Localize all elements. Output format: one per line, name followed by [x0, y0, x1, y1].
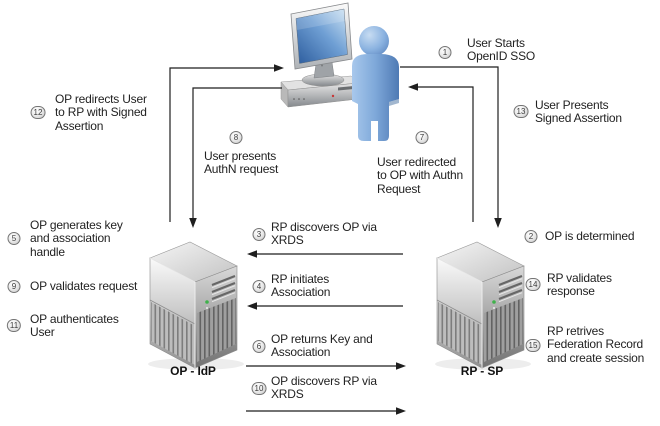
- step-4-label: RP initiates Association: [271, 272, 331, 300]
- step-5-label: OP generates key and association handle: [30, 218, 123, 259]
- step-7-badge: 7: [415, 131, 429, 144]
- rp-server-label: RP - SP: [460, 364, 504, 378]
- step-1-badge: 1: [438, 46, 452, 59]
- step-15-badge: 15: [525, 339, 541, 352]
- op-server-icon: [146, 240, 246, 372]
- step-11-label: OP authenticates User: [30, 312, 119, 340]
- arrowhead-left-icon: [247, 302, 257, 310]
- step-8-badge: 8: [229, 131, 243, 144]
- step-3-label: RP discovers OP via XRDS: [271, 220, 377, 248]
- step-13-label: User Presents Signed Assertion: [535, 98, 622, 126]
- step-15-label: RP retrives Federation Record and create…: [547, 324, 645, 365]
- step-4-badge: 4: [252, 280, 266, 293]
- step-8-label: User presents AuthN request: [204, 149, 279, 177]
- arrowhead-left-icon: [408, 83, 418, 91]
- arrowheads: [189, 64, 502, 415]
- arrowhead-down-icon: [494, 218, 502, 228]
- arrowhead-right-icon: [274, 64, 284, 72]
- step-10-label: OP discovers RP via XRDS: [271, 374, 377, 402]
- arrowhead-down-icon: [189, 218, 197, 228]
- arrowhead-right-icon: [396, 407, 406, 415]
- line-op-redirects-user: [169, 67, 275, 222]
- arrowhead-left-icon: [247, 250, 257, 258]
- step-2-badge: 2: [524, 230, 538, 243]
- user-person-icon: [352, 26, 399, 141]
- step-12-label: OP redirects User to RP with Signed Asse…: [55, 92, 147, 133]
- step-2-label: OP is determined: [545, 229, 635, 243]
- op-server-label: OP - IdP: [170, 364, 216, 378]
- desktop-computer-icon: [280, 2, 359, 108]
- step-6-badge: 6: [252, 340, 266, 353]
- step-14-badge: 14: [525, 278, 541, 291]
- step-5-badge: 5: [7, 232, 21, 245]
- line-user-to-rp: [400, 66, 499, 219]
- step-11-badge: 11: [6, 319, 22, 332]
- flow-lines: [169, 66, 499, 412]
- step-3-badge: 3: [252, 228, 266, 241]
- step-14-label: RP validates response: [547, 271, 612, 299]
- rp-server-icon: [433, 240, 533, 372]
- step-1-label: User Starts OpenID SSO: [467, 36, 536, 64]
- step-12-badge: 12: [30, 106, 46, 119]
- step-10-badge: 10: [251, 382, 267, 395]
- step-7-label: User redirected to OP with Authn Request: [377, 155, 463, 196]
- step-9-badge: 9: [7, 280, 21, 293]
- line-rp-redirects-user: [417, 86, 474, 222]
- step-9-label: OP validates request: [30, 279, 138, 293]
- arrowhead-right-icon: [396, 362, 406, 370]
- step-13-badge: 13: [513, 105, 529, 118]
- step-6-label: OP returns Key and Association: [271, 332, 373, 360]
- line-user-presents-authn: [192, 87, 282, 219]
